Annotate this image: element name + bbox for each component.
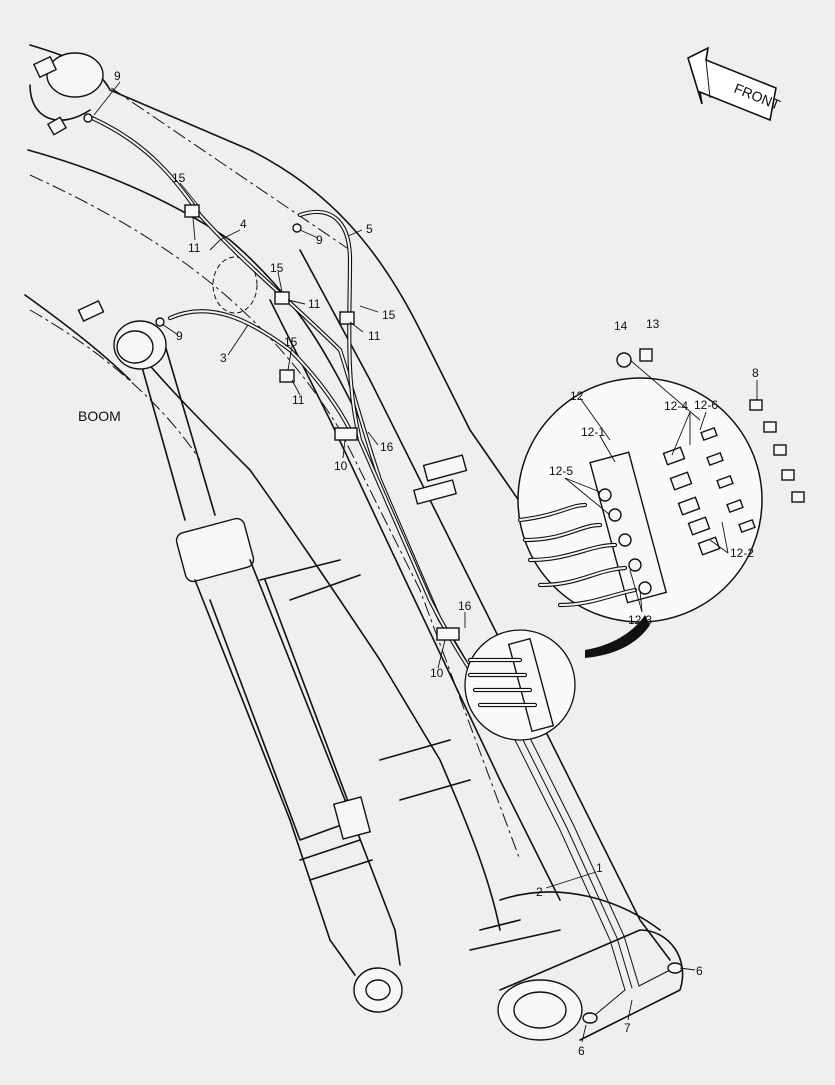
callout-11-a: 11 [188,241,201,255]
callout-7: 7 [624,1021,631,1035]
callout-12-5: 12-5 [549,464,573,478]
callouts: 9 15 11 4 9 5 15 11 15 11 9 3 15 11 10 1… [114,69,759,1058]
callout-12: 12 [570,389,584,403]
callout-15-b: 15 [270,261,284,275]
detail-reference [464,629,576,741]
callout-9-top: 9 [114,69,121,83]
callout-15-a: 15 [172,171,186,185]
callout-2: 2 [536,885,543,899]
leader-lines [93,81,758,1043]
callout-12-4: 12-4 [664,399,688,413]
callout-9-low: 9 [176,329,183,343]
bolt-part-13 [639,348,653,362]
callout-6-bottom: 6 [578,1044,585,1058]
callout-4: 4 [240,217,247,231]
front-arrow [687,46,777,122]
callout-5: 5 [366,222,373,236]
boom-cylinder [113,320,403,1013]
callout-6-right: 6 [696,964,703,978]
callout-16-a: 16 [380,440,394,454]
callout-11-c: 11 [368,329,381,343]
detail-view [517,377,805,658]
callout-15-c: 15 [382,308,396,322]
clamps [83,113,460,641]
callout-3: 3 [220,351,227,365]
callout-10-a: 10 [334,459,348,473]
callout-12-1: 12-1 [581,425,605,439]
callout-12-3: 12-3 [628,613,652,627]
callout-11-b: 11 [308,297,321,311]
callout-8: 8 [752,366,759,380]
callout-13: 13 [646,317,660,331]
callout-10-b: 10 [430,666,444,680]
callout-14: 14 [614,319,628,333]
callout-12-2: 12-2 [730,546,754,560]
callout-9-mid: 9 [316,233,323,247]
callout-12-6: 12-6 [694,398,718,412]
callout-11-d: 11 [292,393,305,407]
boom [24,44,684,1041]
callout-15-d: 15 [284,335,298,349]
callout-16-b: 16 [458,599,472,613]
boom-label: BOOM [78,408,121,424]
callout-1: 1 [596,861,603,875]
washer-part-14 [616,352,632,368]
